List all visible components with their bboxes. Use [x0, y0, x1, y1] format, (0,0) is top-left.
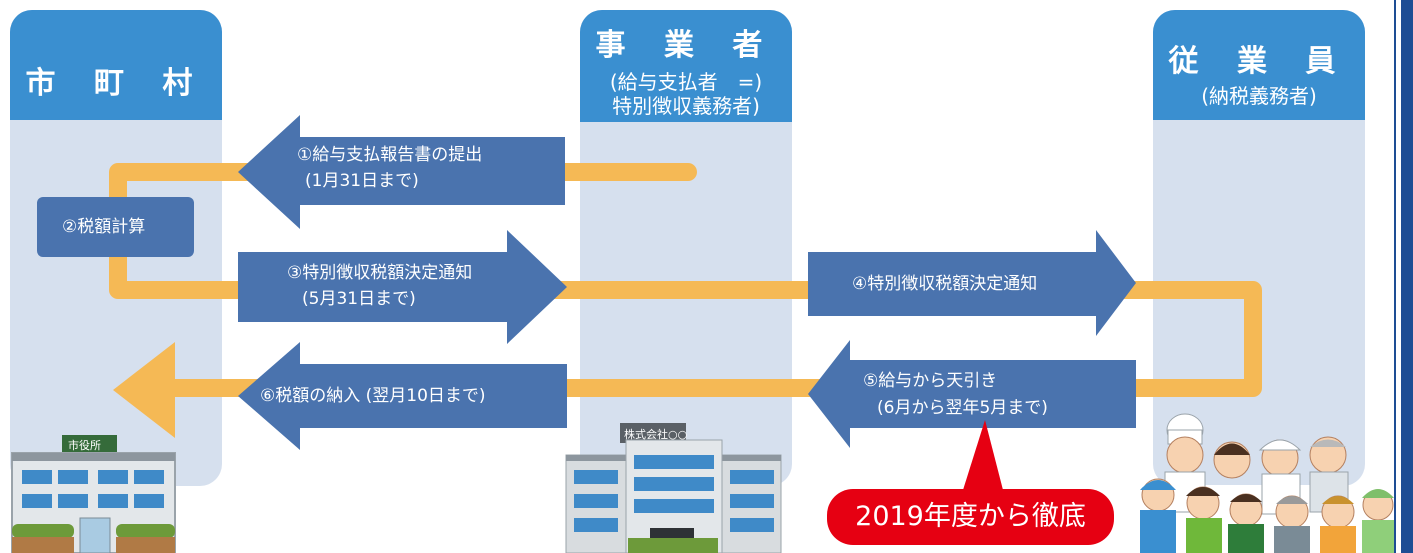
step1-label-line1: ①給与支払報告書の提出 — [297, 145, 483, 165]
step5-label-line2: (6月から翌年5月まで) — [877, 398, 1048, 418]
city-hall-sign: 市役所 — [68, 439, 101, 452]
employer-column: 事 業 者 (給与支払者 =) 特別徴収義務者) — [580, 10, 792, 486]
step1-label-line2: (1月31日まで) — [305, 171, 419, 191]
employee-subtitle: (納税義務者) — [1201, 84, 1317, 108]
employee-header: 従 業 員 (納税義務者) — [1153, 10, 1365, 120]
city-hall-building — [11, 435, 176, 553]
step3-label-line1: ③特別徴収税額決定通知 — [287, 263, 473, 283]
municipality-header: 市 町 村 — [10, 10, 222, 120]
step2-label: ②税額計算 — [62, 217, 146, 237]
step4-label: ④特別徴収税額決定通知 — [852, 274, 1038, 294]
employee-column: 従 業 員 (納税義務者) — [1153, 10, 1365, 486]
company-sign: 株式会社○○ — [624, 428, 688, 441]
deadline-badge: 2019年度から徹底 — [827, 489, 1114, 545]
right-edge-bar-stripe — [1396, 0, 1401, 553]
step4-arrow — [808, 230, 1136, 336]
employer-title: 事 業 者 — [595, 28, 777, 63]
step2-box — [37, 197, 194, 257]
badge-pointer — [963, 420, 1003, 490]
step6-label: ⑥税額の納入 (翌月10日まで) — [260, 386, 486, 406]
step3-label-line2: (5月31日まで) — [302, 289, 416, 309]
step5-label-line1: ⑤給与から天引き — [863, 371, 998, 391]
step1-arrow — [238, 115, 565, 229]
employer-header: 事 業 者 (給与支払者 =) 特別徴収義務者) — [580, 10, 792, 122]
step3-arrow — [238, 230, 567, 344]
step6-arrow — [238, 342, 567, 450]
company-building — [565, 423, 782, 553]
employee-title: 従 業 員 — [1168, 44, 1350, 79]
employees-illustration — [1130, 413, 1400, 553]
step5-arrow — [808, 340, 1136, 448]
tax-payment-arrowhead — [113, 342, 175, 438]
municipality-title: 市 町 村 — [25, 66, 207, 101]
employer-subtitle-2: 特別徴収義務者) — [612, 94, 760, 118]
employer-subtitle-1: (給与支払者 =) — [609, 70, 763, 94]
